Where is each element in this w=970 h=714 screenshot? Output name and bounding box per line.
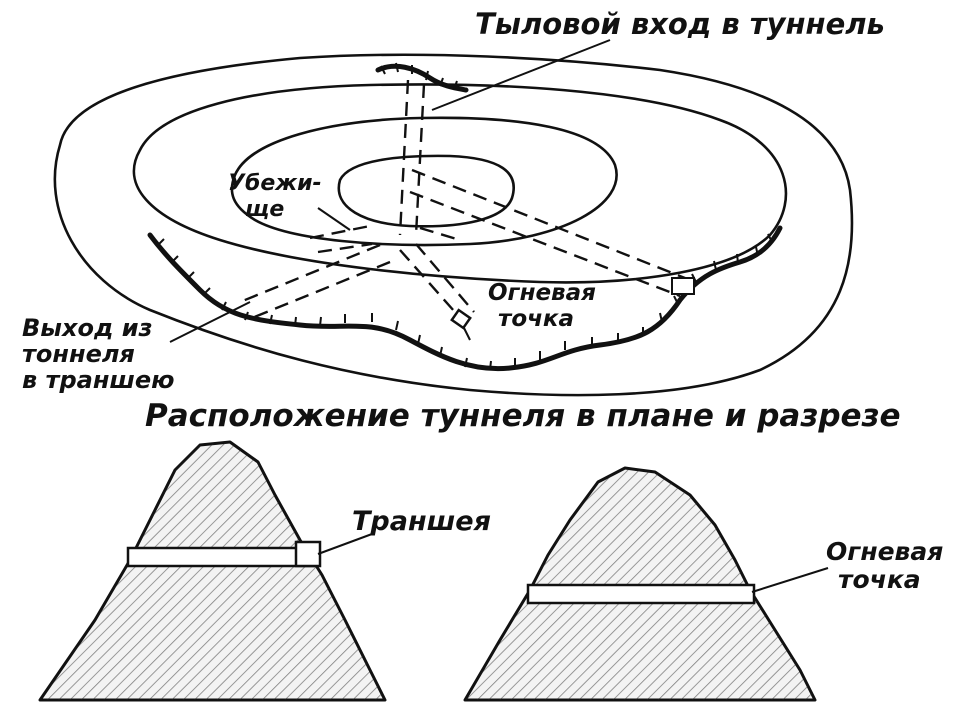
diagram-caption: Расположение туннеля в плане и разрезе bbox=[145, 398, 901, 434]
contour-line-outer bbox=[53, 53, 854, 397]
section-right bbox=[463, 466, 829, 702]
label-shelter-line2: ще bbox=[245, 197, 284, 222]
trench-opening-left bbox=[294, 540, 322, 568]
leader-exit bbox=[169, 301, 251, 343]
fire-point-marker bbox=[450, 308, 472, 330]
section-left bbox=[38, 440, 387, 702]
fire-point-cut-right bbox=[526, 583, 756, 605]
label-shelter-line1: Убежи- bbox=[228, 171, 322, 196]
main-trench-hatching bbox=[157, 233, 773, 371]
label-exit-line1: Выход из bbox=[22, 314, 152, 342]
label-rear-entrance: Тыловой вход в туннель bbox=[475, 7, 885, 41]
label-trench: Траншея bbox=[352, 506, 491, 537]
right-trench-exit bbox=[671, 277, 695, 295]
leader-shelter bbox=[317, 207, 351, 231]
label-exit-line2: тоннеля bbox=[22, 340, 135, 368]
label-section-fire-point-line2: точка bbox=[838, 565, 921, 594]
trench-cut-left bbox=[126, 546, 318, 568]
rear-entrance-hatching bbox=[380, 62, 458, 90]
label-fire-point-line2: точка bbox=[498, 306, 574, 332]
rear-entrance-trench bbox=[375, 63, 469, 93]
label-fire-point-line1: Огневая bbox=[488, 280, 596, 306]
main-trench bbox=[147, 225, 783, 372]
label-exit-line3: в траншею bbox=[22, 366, 175, 394]
contour-line-third bbox=[230, 116, 618, 247]
contour-line-inner bbox=[337, 154, 515, 228]
leader-fire-point-section bbox=[751, 567, 829, 593]
plan-view bbox=[53, 39, 854, 397]
label-section-fire-point-line1: Огневая bbox=[826, 537, 943, 566]
leader-trench bbox=[317, 533, 373, 555]
tunnel-network bbox=[239, 79, 691, 321]
contour-line-second bbox=[132, 83, 788, 284]
leader-rear-entrance bbox=[431, 39, 611, 111]
